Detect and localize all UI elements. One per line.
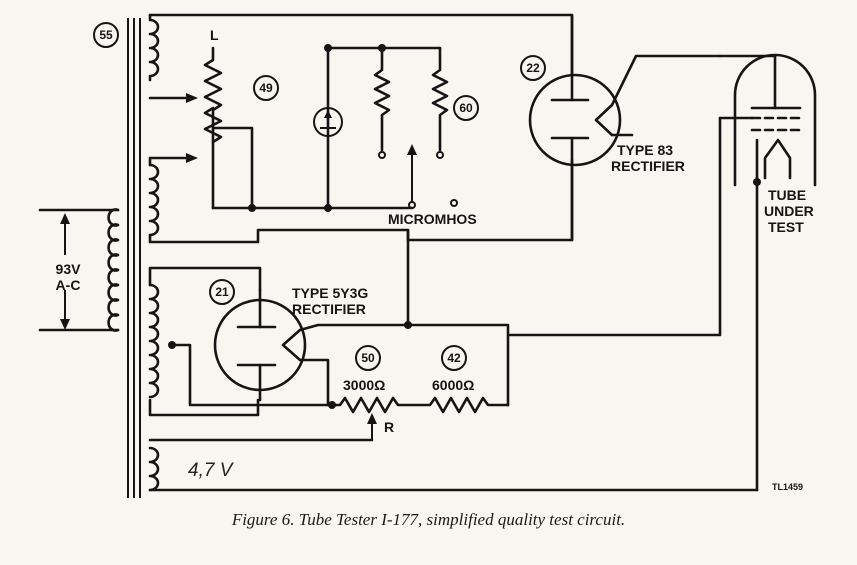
resistor-60: 60	[373, 46, 479, 159]
potentiometer-49: 49	[203, 46, 279, 210]
pot-49-label: 49	[259, 81, 273, 95]
inductor-L-label: L	[210, 27, 219, 43]
micromhos-selector: MICROMHOS	[388, 144, 477, 227]
type5y3g-label-1: TYPE 5Y3G	[292, 285, 368, 301]
meter-icon	[313, 107, 343, 137]
primary-winding: 93V A-C	[38, 208, 120, 332]
rectifier-winding	[148, 266, 262, 417]
micromhos-label: MICROMHOS	[388, 211, 477, 227]
tube-22-label: 22	[526, 61, 540, 75]
tube-under-test: TUBE UNDER TEST	[508, 53, 817, 492]
filament-winding: 4,7 V TL1459	[148, 438, 803, 492]
schematic-diagram: 55 93V A-C L 49	[38, 13, 817, 498]
resistor-42-label: 42	[447, 351, 461, 365]
value-3000-label: 3000Ω	[343, 377, 385, 393]
tube-under-test-label-1: TUBE	[768, 187, 806, 203]
pot-R-label: R	[384, 419, 394, 435]
tube-21: 21 TYPE 5Y3G RECTIFIER	[209, 279, 510, 407]
supply-voltage-label: 93V	[56, 261, 82, 277]
supply-type-label: A-C	[56, 277, 81, 293]
value-6000-label: 6000Ω	[432, 377, 474, 393]
tube-under-test-label-3: TEST	[768, 219, 804, 235]
transformer-ref-label: 55	[99, 28, 113, 42]
type83-label-2: RECTIFIER	[611, 158, 685, 174]
type5y3g-label-2: RECTIFIER	[292, 301, 366, 317]
transformer-core	[127, 18, 141, 498]
type83-label-1: TYPE 83	[617, 142, 673, 158]
filament-voltage-label: 4,7 V	[188, 460, 235, 481]
tube-21-label: 21	[215, 285, 229, 299]
transformer-ref: 55	[93, 22, 119, 48]
drawing-code-label: TL1459	[772, 482, 803, 492]
tube-under-test-label-2: UNDER	[764, 203, 814, 219]
resistor-60-label: 60	[459, 101, 473, 115]
resistor-50-label: 50	[361, 351, 375, 365]
tube-22: 22 TYPE 83 RECTIFIER	[520, 13, 722, 242]
figure-caption: Figure 6. Tube Tester I-177, simplified …	[231, 510, 626, 529]
resistor-chain: 50 42 3000Ω 6000Ω R	[256, 345, 510, 440]
